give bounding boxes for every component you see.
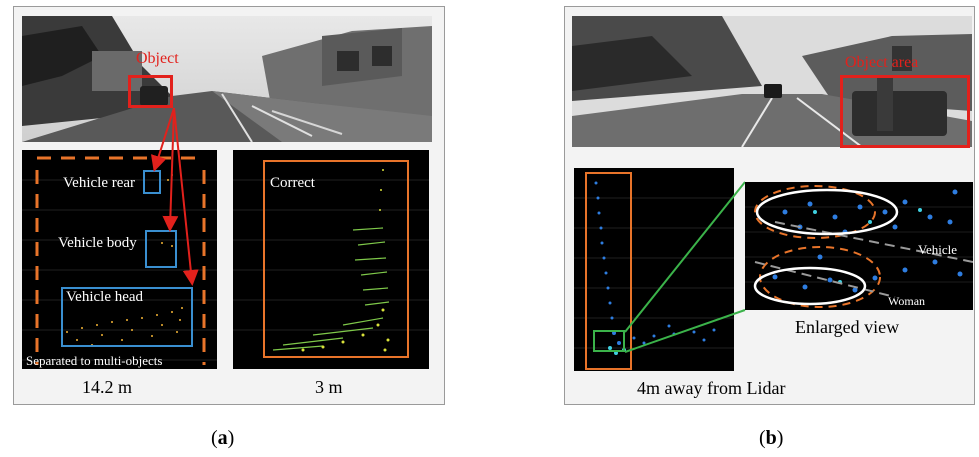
distance-caption-right: 3 m (315, 377, 343, 397)
label-vehicle-head: Vehicle head (66, 289, 144, 305)
box-vehicle-body (145, 230, 177, 268)
enlarged-view (745, 182, 973, 310)
label-woman-enlarged: Woman (888, 294, 926, 308)
lidar-view-woman (574, 168, 734, 371)
street-photo-b (572, 16, 972, 147)
subfigure-label-b: (b) (759, 427, 784, 449)
lidar-view-split (22, 150, 217, 369)
box-vehicle-head (61, 287, 193, 347)
object-label-a: Object (136, 50, 179, 67)
object-box-a (128, 75, 173, 108)
box-lidar-orange (585, 172, 632, 370)
label-correct: Correct (270, 175, 315, 191)
box-lidar-green (593, 330, 625, 352)
label-vehicle-body: Vehicle body (58, 235, 137, 251)
object-area-label: Object area (845, 54, 919, 71)
object-area-box (840, 75, 970, 148)
box-correct (263, 160, 409, 358)
subfigure-label-a: (a) (211, 427, 235, 449)
street-photo-a (22, 16, 432, 142)
label-vehicle-enlarged: Vehicle (918, 242, 957, 257)
lidar-view-correct (233, 150, 429, 369)
distance-caption-b: 4m away from Lidar (637, 378, 786, 398)
distance-caption-left: 14.2 m (82, 377, 133, 397)
enlarged-view-caption: Enlarged view (795, 317, 900, 337)
label-separated: Separated to multi-objects (26, 353, 163, 368)
label-vehicle-rear: Vehicle rear (63, 175, 136, 191)
